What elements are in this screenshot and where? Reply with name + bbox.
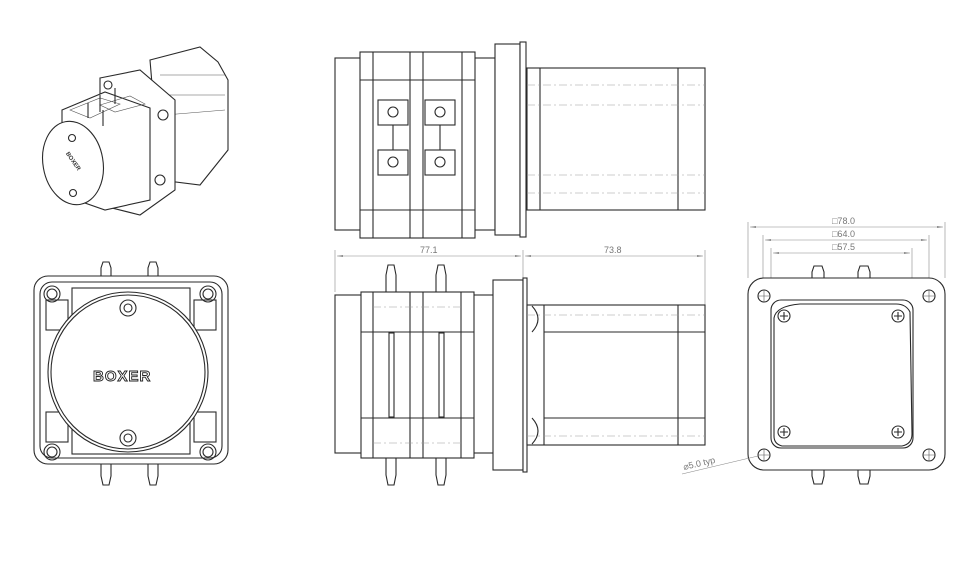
dim-hole-spacing: □64.0 <box>832 229 855 239</box>
dim-motor-length: 73.8 <box>604 245 622 255</box>
dim-motor-square: □57.5 <box>832 242 855 252</box>
isometric-view: BOXER <box>42 46 229 216</box>
brand-label: BOXER <box>93 368 151 385</box>
rear-view: □78.0 □64.0 □57.5 ⌀5.0 typ <box>681 216 946 485</box>
side-view: 77.1 73.8 <box>334 245 706 486</box>
top-view <box>334 41 706 239</box>
front-view: BOXER <box>33 261 229 486</box>
dim-pump-head-length: 77.1 <box>420 245 438 255</box>
dim-flange-outer: □78.0 <box>832 216 855 226</box>
dim-hole-diameter: ⌀5.0 typ <box>682 455 716 472</box>
